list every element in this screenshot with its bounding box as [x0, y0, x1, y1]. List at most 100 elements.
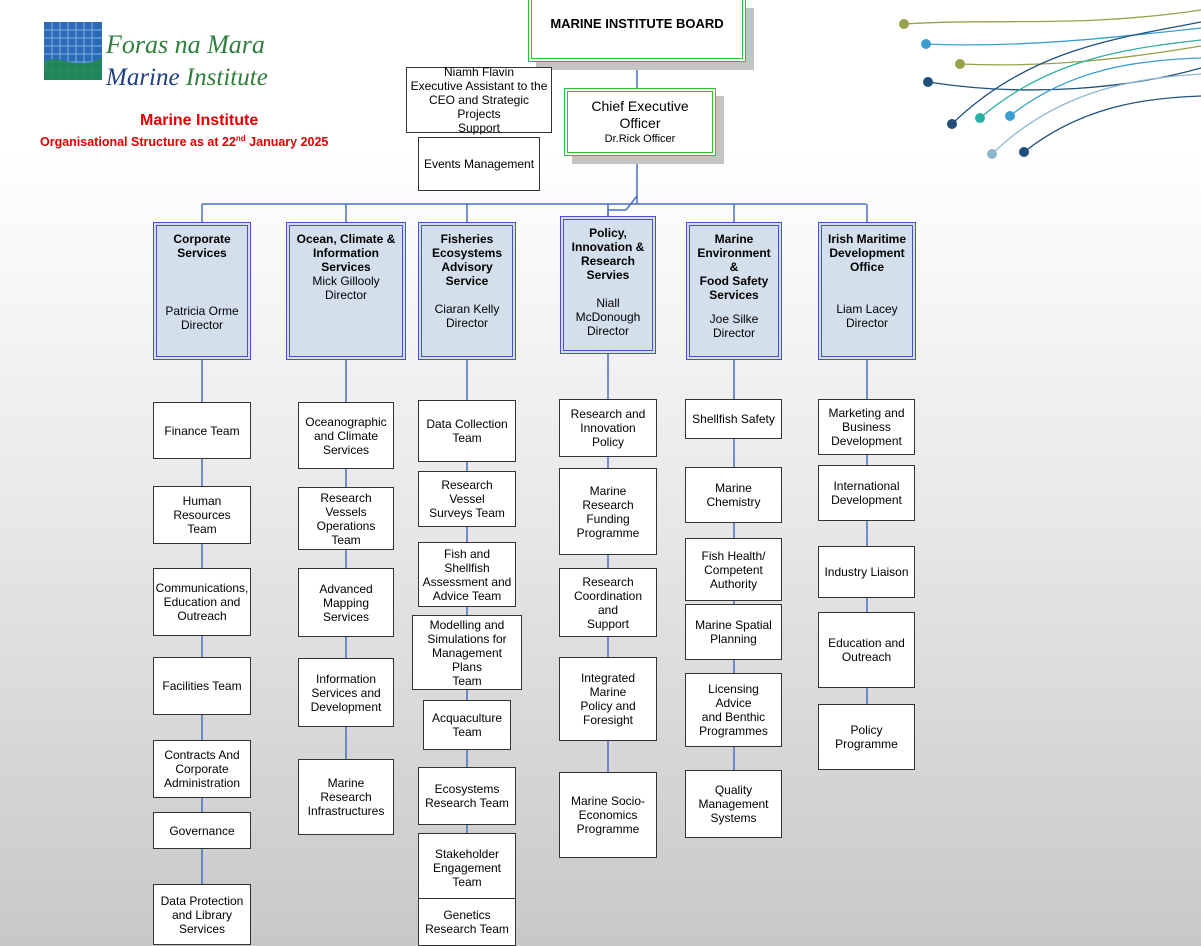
directorate-title: Services	[709, 288, 759, 302]
team-box: Industry Liaison	[818, 546, 915, 598]
team-label: Communications,	[155, 581, 249, 595]
assistant-box: Niamh Flavin Executive Assistant to the …	[406, 65, 552, 135]
team-label: Engagement	[432, 861, 502, 875]
team-label: Marketing and	[828, 406, 905, 420]
team-label: Integrated Marine	[580, 671, 636, 699]
team-label: Marine Socio-	[570, 794, 646, 808]
team-label: Foresight	[582, 713, 634, 727]
logo-grid-icon	[44, 22, 102, 80]
team-label: and Benthic	[701, 710, 766, 724]
team-label: Marine Research	[320, 776, 372, 804]
team-label: Advice Team	[432, 588, 502, 603]
logo-word-marine: Marine	[106, 64, 180, 91]
team-label: Administration	[163, 776, 241, 790]
team-label: Services and	[311, 685, 381, 700]
team-label: Oceanographic	[305, 414, 387, 429]
team-label: Governance	[169, 823, 235, 838]
team-label: Management	[698, 797, 769, 811]
director-name: Joe Silke	[709, 312, 759, 326]
directorate-title: Policy,	[589, 226, 627, 240]
team-label: Human Resources	[173, 494, 231, 522]
logo-word-institute: Institute	[185, 64, 268, 91]
team-label: Research Vessel	[441, 478, 493, 506]
team-label: Team	[452, 431, 482, 445]
team-label: Data Protection	[160, 893, 244, 908]
org-name: Marine Institute	[140, 112, 259, 129]
connector-line	[625, 195, 638, 211]
team-label: Team	[452, 875, 482, 889]
team-label: Services	[178, 921, 225, 936]
team-label: Support	[586, 616, 630, 631]
director-role: Director	[445, 316, 488, 330]
assistant-role-1: Executive Assistant to the	[410, 79, 548, 93]
team-label: Corporate	[175, 762, 229, 776]
team-box: Finance Team	[153, 402, 251, 459]
team-label: Research and	[570, 407, 646, 421]
directorate-title: Environment &	[697, 246, 771, 274]
assistant-role-3: Support	[457, 121, 501, 135]
team-box: Governance	[153, 812, 251, 849]
team-label: Innovation Policy	[580, 421, 636, 449]
team-label: Operations Team	[316, 518, 376, 547]
directorate-title: Irish Maritime	[827, 232, 907, 246]
logo-line-2: Marine Institute	[106, 64, 268, 92]
assistant-name: Niamh Flavin	[443, 65, 515, 79]
team-label: and Climate	[313, 428, 379, 443]
team-label: Programme	[576, 822, 640, 836]
directorate-title: Corporate	[173, 232, 231, 246]
subtitle-sup: nd	[235, 134, 246, 143]
team-label: Research Team	[425, 922, 509, 936]
director-role: Director	[324, 288, 367, 302]
director-name: Niall McDonough	[575, 296, 641, 324]
team-label: Economics	[578, 808, 638, 822]
directorate-title: Service	[445, 274, 489, 288]
team-label: Modelling and	[429, 617, 505, 632]
team-label: Information	[315, 671, 377, 686]
team-label: Policy Programme	[835, 723, 898, 751]
directorate-title: Innovation &	[571, 240, 645, 254]
logo-line-1: Foras na Mara	[106, 30, 265, 59]
ceo-title-1: Chief Executive	[591, 98, 689, 114]
directorate-title: Servies	[586, 268, 630, 282]
directorate-title: Information Services	[313, 246, 379, 274]
directorate-title: Research	[580, 254, 636, 268]
decorative-swirl	[899, 9, 1201, 159]
team-label: Competent	[704, 562, 763, 577]
team-label: Licensing Advice	[708, 682, 759, 710]
team-label: International	[833, 479, 900, 493]
team-label: Team	[187, 522, 217, 536]
team-label: Services	[322, 442, 369, 457]
team-label: Marine Spatial	[695, 618, 772, 632]
team-label: Research	[582, 574, 634, 589]
team-label: Advanced	[319, 581, 373, 596]
team-label: Outreach	[841, 650, 892, 664]
team-label: Coordination and	[573, 588, 643, 617]
team-label: Outreach	[177, 609, 227, 623]
team-label: Funding	[586, 511, 630, 526]
team-label: Shellfish Safety	[692, 412, 775, 426]
team-label: Acquaculture	[431, 711, 503, 725]
team-box: Facilities Team	[153, 657, 251, 715]
team-label: Industry Liaison	[824, 565, 909, 579]
ceo-title-2: Officer	[619, 115, 661, 131]
director-role: Director	[586, 324, 629, 338]
director-name: Ciaran Kelly	[434, 302, 500, 316]
